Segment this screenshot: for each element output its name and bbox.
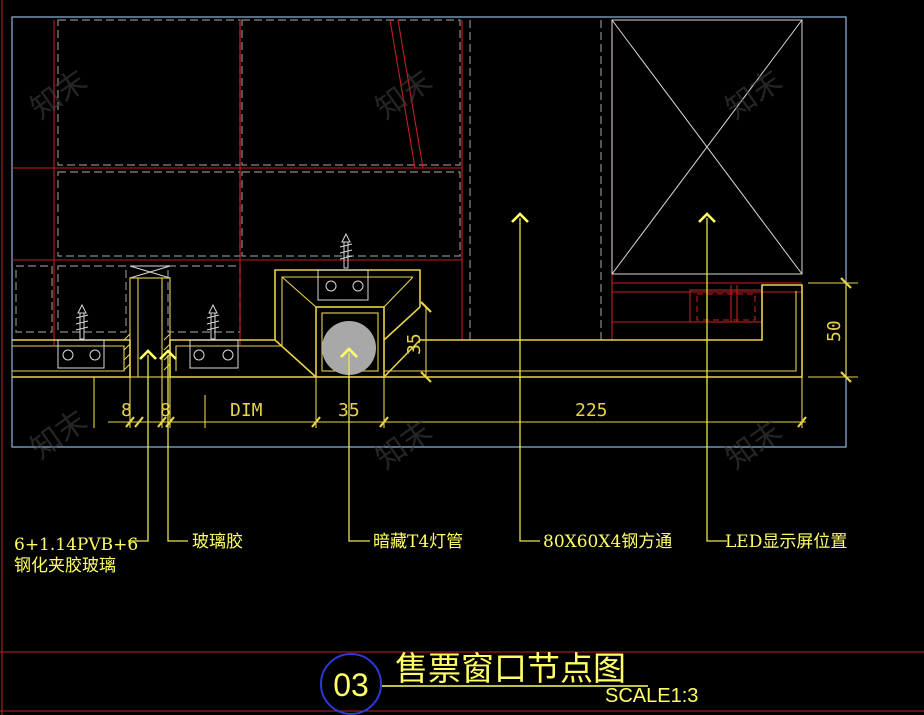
brackets (57, 269, 369, 369)
leader-lines (128, 212, 727, 542)
steel-tube-label: 80X60X4钢方通 (543, 532, 672, 552)
glass-spec-label: 6+1.14PVB+6 (14, 535, 138, 555)
yellow-profile (12, 265, 803, 378)
dim-8a: 8 (121, 400, 132, 421)
led-screen-label: LED显示屏位置 (725, 532, 847, 552)
svg-text:知末: 知末 (720, 413, 789, 476)
drawing-number: 03 (333, 667, 369, 703)
dim-35-side: 35 (404, 333, 425, 355)
dim-dim: DIM (230, 400, 263, 421)
dimension-lines (93, 277, 858, 428)
svg-text:知末: 知末 (25, 403, 94, 466)
title-number-circle (320, 653, 382, 715)
dim-8b: 8 (160, 400, 171, 421)
background-panels (15, 19, 602, 340)
drawing-scale: SCALE1:3 (605, 685, 698, 707)
svg-text:知末: 知末 (370, 413, 439, 476)
red-structure (12, 19, 802, 345)
hidden-tube-label: 暗藏T4灯管 (373, 532, 463, 552)
screw-icons (75, 232, 353, 340)
svg-text:知末: 知末 (25, 63, 94, 126)
viewport-frame (11, 16, 847, 448)
glass-type-label: 钢化夹胶玻璃 (14, 556, 116, 576)
svg-text:知末: 知末 (370, 63, 439, 126)
dim-50: 50 (824, 320, 845, 342)
dim-225: 225 (575, 400, 608, 421)
drawing-title: 售票窗口节点图 (395, 649, 626, 688)
glass-glue-label: 玻璃胶 (192, 532, 243, 552)
